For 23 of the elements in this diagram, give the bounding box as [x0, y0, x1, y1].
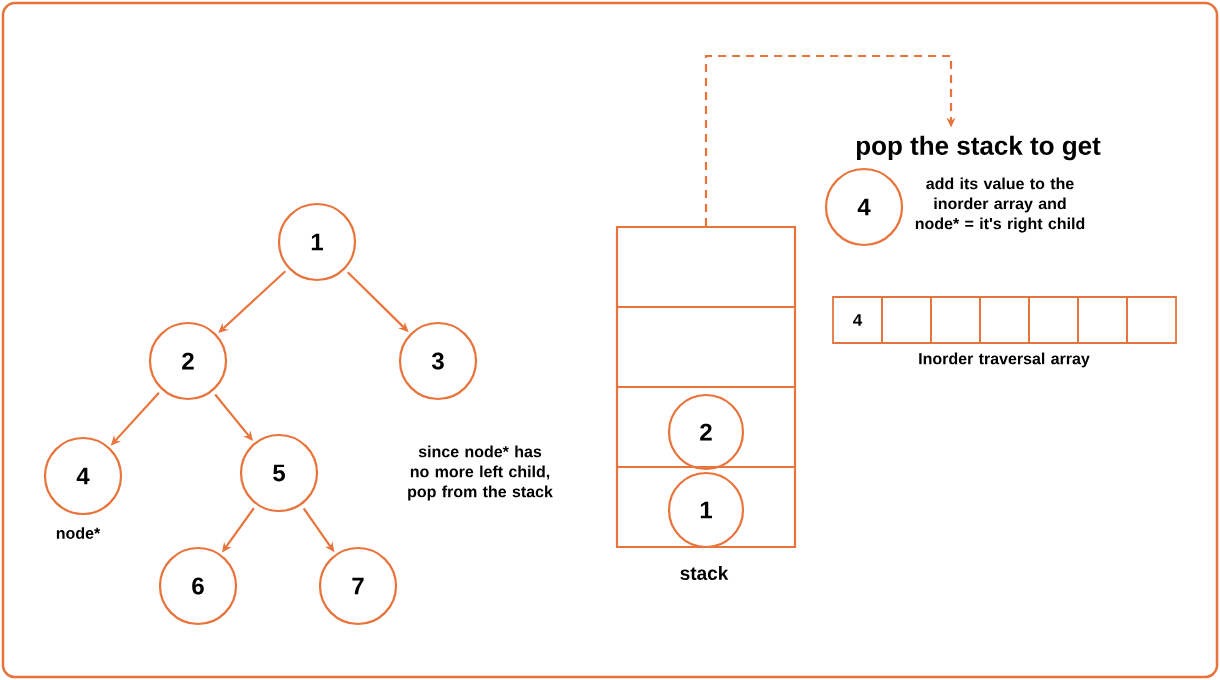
node-caption: add its value to the inorder array and node* = it's right child [915, 177, 1085, 233]
tree-node: 1 [277, 202, 357, 282]
tree-node: 6 [158, 546, 238, 626]
tree-node: 7 [318, 546, 398, 626]
stack-cell [615, 305, 797, 389]
tree-node: 4 [43, 436, 123, 516]
note-text: since node* has no more left child, pop from the stack [408, 445, 553, 501]
array-cell [881, 296, 932, 344]
heading-text: pop the stack to get [856, 135, 1101, 161]
array-cell [1028, 296, 1079, 344]
stack-cell [615, 225, 797, 309]
arrow [704, 54, 956, 226]
array-cell [979, 296, 1030, 344]
array-cell [930, 296, 981, 344]
caption-text: Inorder traversal array [919, 352, 1090, 368]
tree-node: 2 [148, 321, 228, 401]
array-cell [1077, 296, 1128, 344]
array-cell [1126, 296, 1177, 344]
array-cell: 4 [832, 296, 883, 344]
tree-node: 3 [398, 321, 478, 401]
node-caption: node* [56, 527, 101, 539]
caption-text: stack [680, 566, 729, 580]
tree-node: 5 [239, 433, 319, 513]
